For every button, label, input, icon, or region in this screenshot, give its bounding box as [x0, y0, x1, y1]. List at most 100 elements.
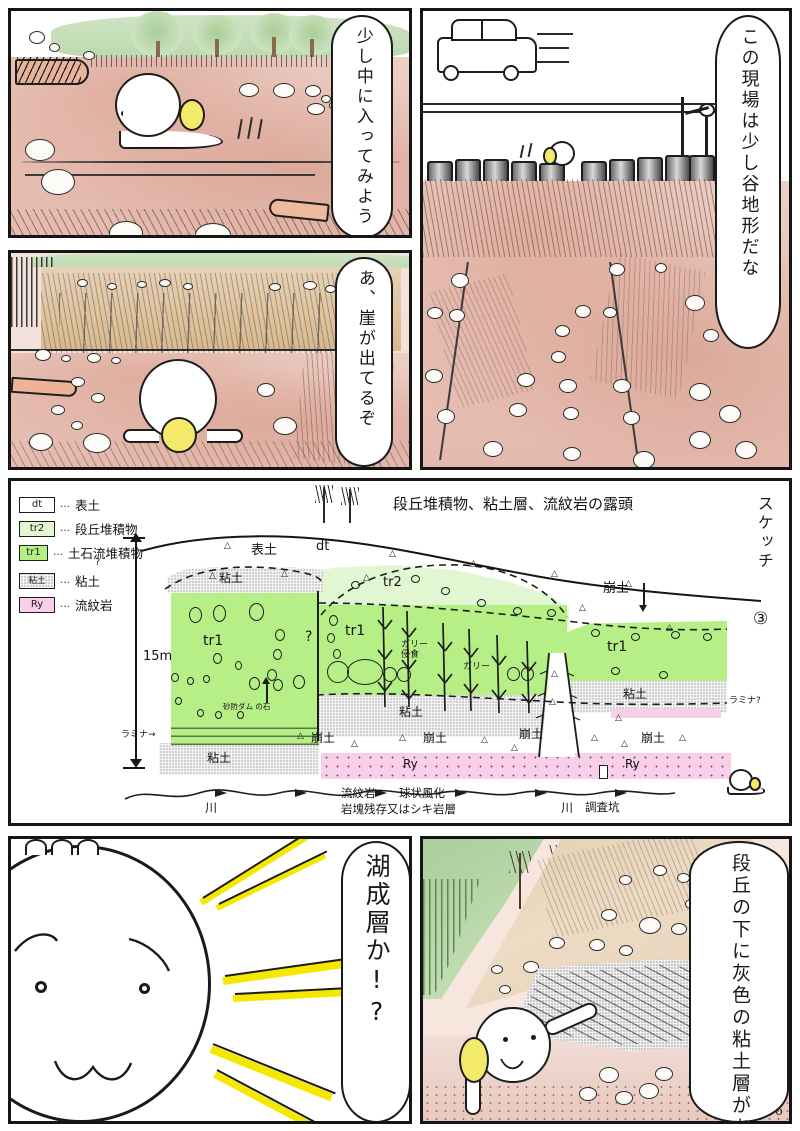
clast	[659, 671, 668, 679]
cobble	[619, 875, 632, 885]
eyebrows	[14, 933, 171, 972]
character-arm-left-p3	[123, 429, 159, 443]
sketch-tree-1	[323, 487, 325, 523]
clast	[513, 607, 522, 615]
cobble	[49, 43, 60, 52]
car-speed-line	[539, 47, 569, 49]
clast-pair	[507, 667, 520, 681]
character-mouth-p6	[500, 1058, 524, 1070]
clast	[249, 677, 260, 690]
cobble	[623, 411, 640, 425]
cobble	[555, 325, 570, 337]
log-hatch-left	[17, 57, 81, 83]
legend-dots: …	[60, 523, 71, 534]
cobble	[425, 369, 443, 383]
car-window-split	[481, 21, 483, 41]
survey-pole	[681, 97, 684, 159]
cobble	[633, 451, 655, 467]
legend-row-tr1: tr1 … 土石流堆積物 ?	[19, 543, 143, 568]
cobble	[111, 357, 121, 364]
scale-arrow-bottom	[130, 759, 142, 768]
legend-label-tr1: 土石流堆積物	[67, 546, 143, 561]
clast	[327, 633, 335, 643]
cobble	[107, 283, 117, 290]
cobble	[51, 405, 65, 415]
legend-swatch-clay: 粘土	[19, 572, 55, 589]
sketch-title: 段丘堆積物、粘土層、流紋岩の露頭	[393, 495, 634, 513]
sketch-side-number: ③	[753, 609, 769, 629]
cobble	[615, 1091, 633, 1105]
collapse-arrow-down	[643, 583, 645, 607]
cobble	[719, 405, 741, 423]
cobble	[559, 379, 577, 393]
scale-bar-line	[135, 537, 137, 767]
cobble	[549, 937, 565, 949]
clast	[215, 711, 222, 719]
legend-swatch-ry: Ry	[19, 596, 55, 613]
character-head-p6	[475, 1007, 551, 1083]
cobble	[671, 923, 687, 935]
car-cabin	[451, 19, 517, 41]
clast	[267, 669, 277, 681]
cobble	[269, 283, 281, 291]
cobble	[655, 263, 667, 273]
label-collapse-2: 崩土	[423, 731, 448, 745]
label-clay-mid: 粘土	[399, 705, 424, 719]
speech-text-p1: 少し中に入ってみよう	[352, 27, 373, 227]
hair-tuft	[77, 839, 99, 855]
legend-row-ry: Ry … 流紋岩	[19, 595, 143, 614]
car-wheel-rear	[503, 65, 519, 81]
section-break-line	[317, 591, 319, 741]
cobble	[491, 965, 503, 974]
panel-roadside-valley: この現場は少し谷地形だな	[420, 8, 792, 470]
cobble	[603, 307, 617, 318]
clast	[671, 631, 680, 639]
clast	[703, 633, 712, 641]
cobble	[83, 51, 95, 60]
bare-tree-1	[519, 853, 521, 909]
cobble	[655, 1067, 673, 1081]
legend-row-clay: 粘土 … 粘土	[19, 571, 143, 590]
character-body-sketch	[727, 787, 765, 795]
sabo-arrow-head	[262, 677, 270, 684]
label-rhyolite: 流紋岩	[341, 786, 376, 800]
label-river-right: 川	[561, 801, 574, 815]
triangle-marker: △	[615, 713, 622, 723]
triangle-marker: △	[666, 623, 673, 633]
speech-balloon-p1: 少し中に入ってみよう	[331, 15, 393, 235]
legend-swatch-tr1: tr1	[19, 544, 48, 561]
label-ry-left: Ry	[403, 757, 418, 771]
car-speed-line	[537, 33, 573, 35]
label-block-remain: 岩塊残存又はシキ岩層	[341, 802, 456, 816]
cobble	[239, 83, 259, 97]
clast	[441, 587, 450, 595]
triangle-marker: △	[679, 733, 686, 743]
cobble	[509, 403, 527, 417]
cobble	[613, 379, 631, 393]
cobble	[273, 417, 297, 435]
cobble	[109, 221, 143, 235]
speech-text-p2: この現場は少し谷地形だな	[738, 27, 760, 279]
clast	[175, 697, 182, 705]
triangle-marker: △	[511, 743, 518, 753]
triangle-marker: △	[389, 549, 396, 559]
cobble	[35, 349, 51, 361]
barrier-drum	[689, 155, 715, 185]
sabo-arrow	[266, 681, 268, 703]
cobble	[303, 281, 317, 290]
survey-pit-walls	[535, 652, 581, 758]
big-clast	[347, 659, 383, 685]
label-survey-pit: 調査坑	[585, 800, 620, 814]
panel-cliff-outcrop: あ、崖が出てるぞ	[8, 250, 412, 470]
cobble	[91, 393, 105, 403]
cobble	[83, 433, 111, 453]
sketch-tree-twigs-2	[341, 487, 359, 505]
cobble	[523, 961, 539, 973]
eye-right	[139, 983, 150, 994]
sketch-side-label: スケッチ	[754, 495, 774, 571]
label-sabo-dam-stone: 砂防ダム の石	[223, 702, 271, 711]
clast	[189, 607, 202, 623]
cobble	[639, 1083, 659, 1099]
label-surface-soil-code: dt	[316, 539, 330, 554]
triangle-marker: △	[549, 697, 556, 707]
